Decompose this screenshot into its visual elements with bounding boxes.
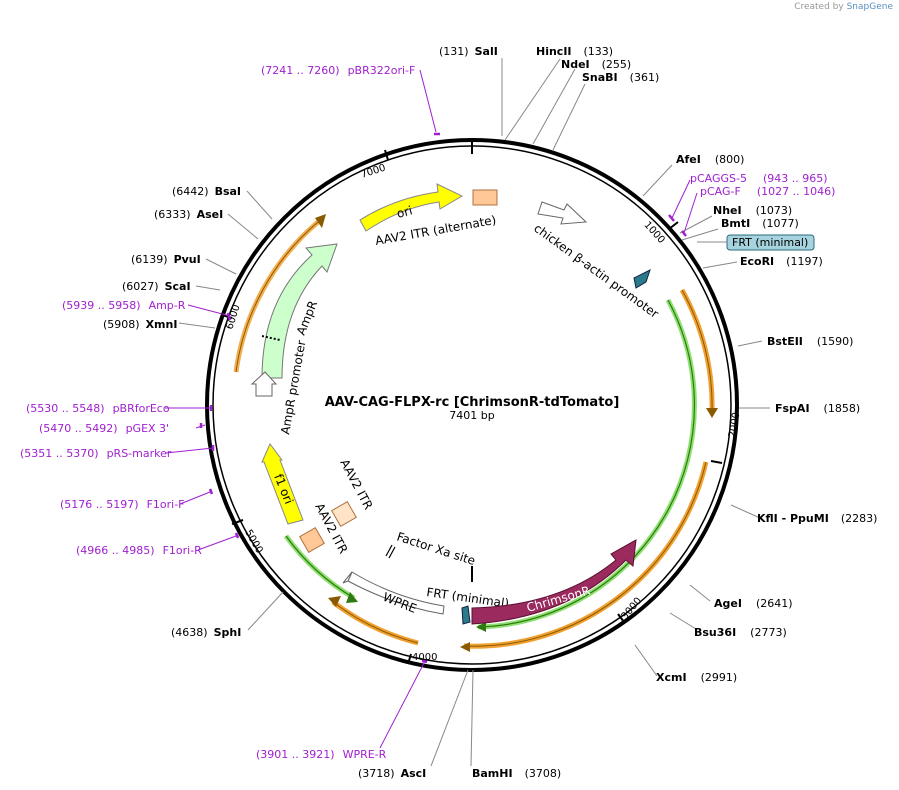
primer-pbrforeco: (5530 .. 5548)pBRforEco	[26, 402, 170, 415]
primer-leaders	[165, 69, 698, 749]
site-sali: (131)SalI	[439, 45, 498, 58]
primer-pgex3: (5470 .. 5492)pGEX 3'	[39, 422, 169, 435]
wpre-label: WPRE	[381, 590, 419, 616]
site-bsteii: BstEII(1590)	[767, 335, 853, 348]
arc-orange-bottom-right-line	[463, 461, 707, 647]
ampr-arrow	[261, 243, 338, 379]
site-xcmi: XcmI(2991)	[656, 671, 737, 684]
site-nhei: NheI(1073)	[713, 204, 792, 217]
tick-4000: 4000	[412, 652, 437, 663]
tick-2000: 2000	[727, 412, 742, 439]
primer-pbr322ori-f: (7241 .. 7260)pBR322ori-F	[261, 64, 415, 77]
site-labels: (131)SalI HincII(133) NdeI(255) SnaBI(36…	[103, 45, 877, 780]
snapgene-brand: SnapGene	[846, 2, 893, 12]
credit-prefix: Created by	[794, 2, 844, 12]
arc-orange-bottom-left-line	[332, 601, 419, 644]
arc-green-right-line	[477, 299, 696, 628]
ampr-label: AmpR	[294, 299, 320, 337]
primer-pcag-f: pCAG-F(1027 .. 1046)	[700, 185, 835, 198]
wpre-arrow	[347, 571, 445, 615]
site-bsu36i: Bsu36I(2773)	[694, 626, 787, 639]
site-sphi: (4638)SphI	[171, 626, 241, 639]
site-ndei: NdeI(255)	[561, 58, 631, 71]
frt-box-label: FRT (minimal)	[732, 236, 808, 249]
arc-arrowheads	[315, 214, 718, 652]
chrimsonr-arrow	[471, 539, 637, 625]
cba-arrow	[537, 201, 588, 225]
site-bmti: BmtI(1077)	[721, 217, 799, 230]
arc-orange-ampr-line	[235, 221, 319, 373]
site-xmni: (5908)XmnI	[103, 318, 177, 331]
site-agei: AgeI(2641)	[714, 597, 793, 610]
frt-marker-bottom	[461, 605, 471, 625]
site-ecori: EcoRI(1197)	[740, 255, 823, 268]
cba-label: chicken β-actin promoter	[531, 221, 661, 321]
arc-green-right	[477, 298, 697, 630]
itr-alt-label: AAV2 ITR (alternate)	[374, 213, 497, 248]
itr2-box	[299, 527, 325, 553]
site-kfli-ppumi: KflI - PpuMI(2283)	[757, 512, 877, 525]
primer-amp-r: (5939 .. 5958)Amp-R	[62, 299, 186, 312]
arc-orange-right-line	[681, 289, 713, 413]
xa-site-mark	[385, 544, 396, 559]
primer-pcaggs-5: pCAGGS-5(943 .. 965)	[690, 172, 828, 185]
site-bsai: (6442)BsaI	[172, 185, 241, 198]
site-fspai: FspAI(1858)	[775, 402, 860, 415]
ticks	[221, 140, 723, 665]
wpre-arrow-tip	[342, 571, 353, 584]
plasmid-name: AAV-CAG-FLPX-rc [ChrimsonR-tdTomato]	[325, 395, 620, 410]
site-afei: AfeI(800)	[676, 153, 744, 166]
primer-wpre-r: (3901 .. 3921)WPRE-R	[256, 748, 387, 761]
site-bamhi: BamHI(3708)	[472, 767, 561, 780]
itr-alt-box	[472, 189, 498, 206]
xa-site-label: Factor Xa site	[395, 530, 477, 569]
site-hincii: HincII(133)	[536, 45, 613, 58]
ori-arrow	[359, 183, 464, 232]
ori-label: ori	[395, 203, 414, 221]
snapgene-credit: Created by SnapGene	[794, 2, 893, 12]
ampr-promoter-arrow	[250, 371, 278, 397]
primer-prs-marker: (5351 .. 5370)pRS-marker	[20, 447, 172, 460]
site-snabi: SnaBI(361)	[582, 71, 659, 84]
itr1-box	[331, 501, 357, 527]
arc-green-left-line	[285, 535, 355, 599]
primer-labels: (7241 .. 7260)pBR322ori-F pCAGGS-5(943 .…	[20, 64, 835, 761]
frt-marker-top	[633, 269, 651, 289]
f1ori-arrow	[261, 443, 304, 525]
primer-marks	[199, 132, 687, 664]
site-asci: (3718)AscI	[358, 767, 426, 780]
plasmid-length: 7401 bp	[449, 409, 494, 422]
primer-f1ori-f: (5176 .. 5197)F1ori-F	[60, 498, 185, 511]
primer-f1ori-r: (4966 .. 4985)F1ori-R	[76, 544, 202, 557]
site-asei: (6333)AseI	[154, 208, 223, 221]
site-scai: (6027)ScaI	[122, 280, 191, 293]
site-pvui: (6139)PvuI	[131, 253, 201, 266]
ampr-dots	[261, 335, 281, 341]
